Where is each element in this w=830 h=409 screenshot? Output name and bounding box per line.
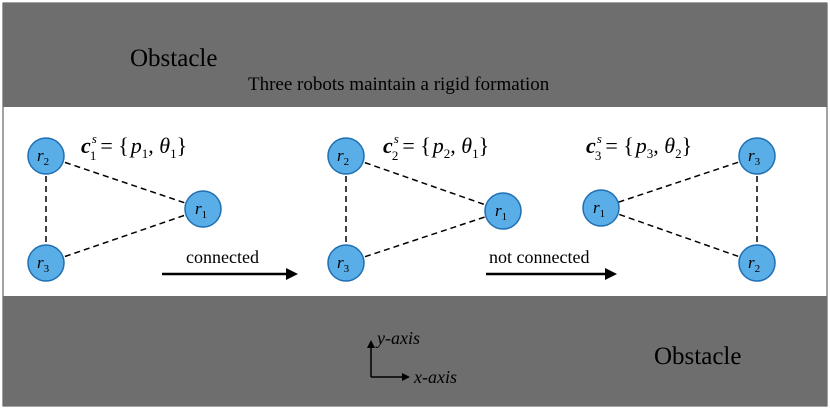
link-r2-r1 bbox=[45, 155, 204, 210]
robot-label: r2 bbox=[37, 146, 49, 168]
robot-circle bbox=[327, 137, 365, 175]
robot-label: r1 bbox=[593, 198, 605, 220]
robot-circle bbox=[738, 137, 776, 175]
bottom-obstacle-label: Obstacle bbox=[654, 343, 741, 370]
robot-label: r3 bbox=[748, 146, 761, 168]
robot-node: r1 bbox=[582, 189, 620, 227]
robot-node: r3 bbox=[327, 244, 365, 282]
transition-arrowhead bbox=[286, 268, 298, 280]
robot-label: r1 bbox=[495, 201, 507, 223]
robot-node: r3 bbox=[27, 244, 65, 282]
robot-circle bbox=[27, 137, 65, 175]
top-obstacle-band bbox=[3, 3, 827, 107]
robot-circle bbox=[184, 190, 222, 228]
robot-label: r3 bbox=[337, 253, 350, 275]
robot-circle bbox=[327, 244, 365, 282]
y-axis-arrowhead bbox=[367, 340, 375, 348]
formation-caption: Three robots maintain a rigid formation bbox=[248, 74, 550, 95]
x-axis-arrowhead bbox=[402, 373, 410, 381]
bottom-obstacle-band bbox=[3, 296, 827, 406]
transition-arrowhead bbox=[605, 268, 617, 280]
robot-circle bbox=[484, 192, 522, 230]
robot-node: r2 bbox=[738, 244, 776, 282]
robot-node: r1 bbox=[184, 190, 222, 228]
transition-label: connected bbox=[186, 247, 259, 267]
coordinate-axes: y-axis x-axis bbox=[367, 328, 457, 387]
robot-label: r3 bbox=[37, 253, 50, 275]
link-r3-r1 bbox=[45, 208, 204, 264]
y-axis-label: y-axis bbox=[375, 328, 420, 348]
x-axis-label: x-axis bbox=[413, 367, 457, 387]
robot-label: r2 bbox=[337, 146, 349, 168]
robot-label: r1 bbox=[195, 199, 207, 221]
robot-node: r2 bbox=[27, 137, 65, 175]
top-obstacle-label: Obstacle bbox=[130, 45, 217, 72]
robot-node: r1 bbox=[484, 192, 522, 230]
robot-label: r2 bbox=[748, 253, 760, 275]
robot-circle bbox=[738, 244, 776, 282]
link-r3-r1 bbox=[600, 155, 758, 209]
transition-label: not connected bbox=[489, 247, 589, 267]
robot-node: r3 bbox=[738, 137, 776, 175]
transition-connected: connected bbox=[162, 247, 298, 280]
link-r3-r1 bbox=[345, 210, 504, 264]
robot-circle bbox=[27, 244, 65, 282]
transition-not-connected: not connected bbox=[486, 247, 617, 280]
link-r2-r1 bbox=[600, 207, 758, 264]
robot-node: r2 bbox=[327, 137, 365, 175]
robot-circle bbox=[582, 189, 620, 227]
link-r2-r1 bbox=[345, 155, 504, 212]
